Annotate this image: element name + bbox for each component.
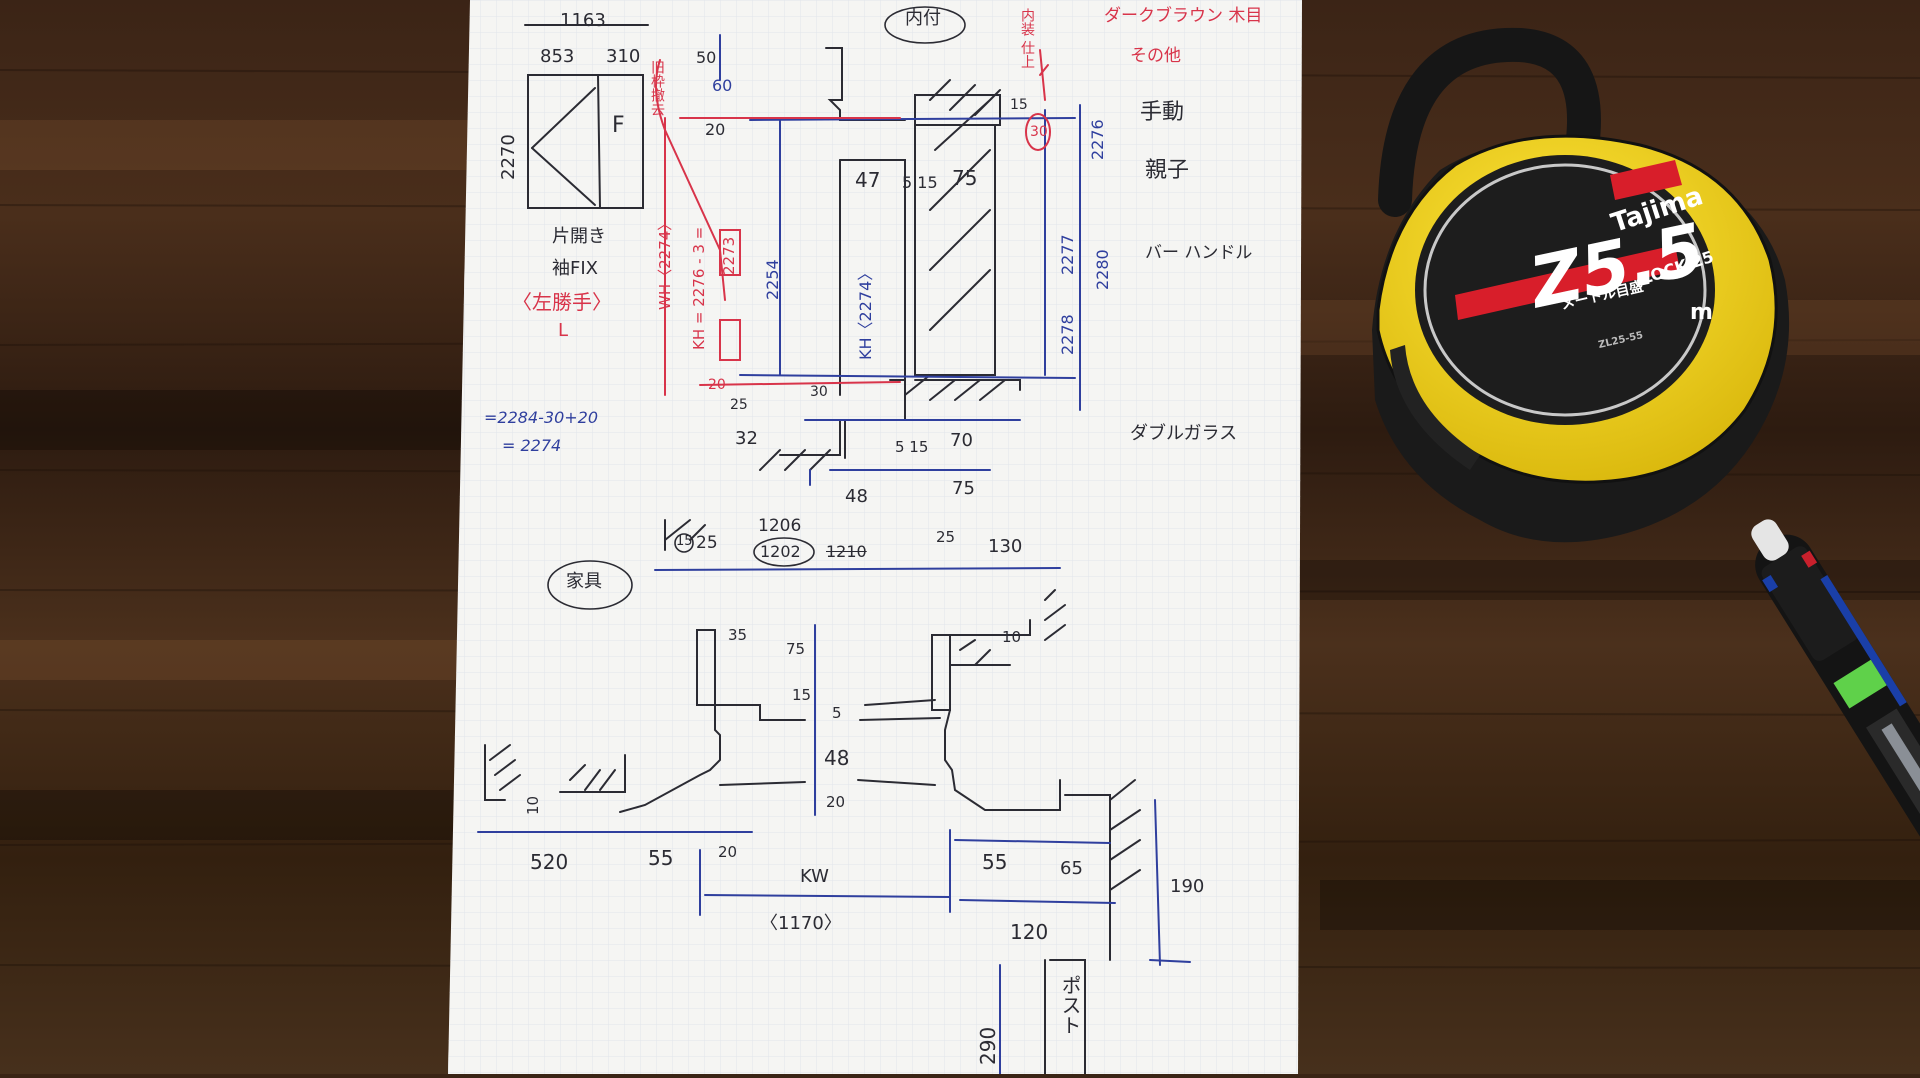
pen-cap — [1751, 519, 1789, 561]
note-manual: 手動 — [1140, 100, 1185, 125]
kw-label: KW — [800, 866, 829, 887]
dim-520: 520 — [530, 850, 569, 874]
dim-55-b: 55 — [982, 850, 1008, 874]
note-hand-l: L — [558, 320, 569, 341]
dim-190: 190 — [1170, 876, 1205, 897]
dim-30-circle: 30 — [1030, 124, 1048, 140]
dim-total: 1163 — [560, 10, 606, 31]
dim-25-b-plan: 25 — [936, 528, 956, 546]
dim-75: 75 — [952, 166, 978, 190]
tape-strap — [1378, 27, 1601, 217]
calc-line1: =2284-30+20 — [484, 408, 599, 427]
dim-right: 310 — [606, 46, 641, 67]
pen-green-label — [1833, 659, 1887, 709]
note-glass: ダブルガラス — [1130, 423, 1238, 444]
dim-55: 55 — [648, 846, 674, 870]
dim-left: 853 — [540, 46, 575, 67]
dim-1210: 1210 — [826, 542, 867, 561]
dim-65: 65 — [1060, 858, 1083, 879]
dim-15-plan: 15 — [676, 534, 693, 549]
dim-130: 130 — [988, 536, 1023, 557]
naiko-label: 内付 — [905, 8, 941, 29]
red-note: 旧枠撤去 — [649, 60, 665, 116]
dim-47: 47 — [855, 168, 881, 192]
post-label: ポスト — [1058, 975, 1082, 1035]
dim-25: 25 — [730, 397, 748, 413]
dim-20-b-plan: 20 — [718, 843, 738, 861]
dim-48-plan: 48 — [824, 746, 850, 770]
kw-value: 〈1170〉 — [760, 913, 842, 934]
pen-red-slider — [1801, 550, 1818, 568]
dim-15-b-plan: 15 — [792, 686, 812, 704]
dim-70: 70 — [950, 430, 973, 451]
kagu-label: 家具 — [566, 571, 602, 592]
dim-25-plan: 25 — [696, 533, 718, 553]
pen-blue-slider — [1762, 574, 1779, 593]
dim-1206: 1206 — [758, 516, 802, 536]
dim-32: 32 — [735, 428, 758, 449]
dim-20-red: 20 — [708, 377, 726, 393]
dim-120: 120 — [1010, 920, 1049, 944]
dim-1202: 1202 — [760, 542, 801, 561]
dim-60: 60 — [712, 76, 733, 95]
dim-35: 35 — [728, 626, 748, 644]
note-bar: バー ハンドル — [1145, 243, 1253, 263]
note-fix: 袖FIX — [552, 258, 598, 279]
note-other: その他 — [1130, 46, 1181, 66]
dim-75-b: 75 — [952, 478, 975, 499]
dim-20: 20 — [705, 120, 726, 139]
tape-red-band — [1455, 245, 1680, 320]
red-top-note: 内装 仕上 — [1019, 8, 1035, 69]
dim-20-plan: 20 — [826, 793, 846, 811]
door-letter: F — [612, 113, 625, 138]
pen-label-strip — [1881, 723, 1920, 849]
dim-10: 10 — [1002, 628, 1022, 646]
dim-30: 30 — [810, 384, 828, 400]
note-open: 片開き — [552, 226, 606, 247]
note-hand: 〈左勝手〉 — [512, 290, 612, 314]
dim-5: 5 — [832, 704, 842, 722]
tape-unit: m — [1690, 300, 1713, 325]
dim-5-15: 5 15 — [902, 173, 938, 192]
note-color: ダークブラウン 木目 — [1104, 6, 1263, 26]
dim-50: 50 — [696, 48, 717, 67]
calc-line2: = 2274 — [502, 436, 562, 455]
dim-15: 15 — [1010, 97, 1028, 113]
dim-48: 48 — [845, 486, 868, 507]
dim-75-plan: 75 — [786, 640, 806, 658]
note-oyako: 親子 — [1145, 158, 1190, 183]
dim-5-15-b: 5 15 — [895, 438, 929, 456]
